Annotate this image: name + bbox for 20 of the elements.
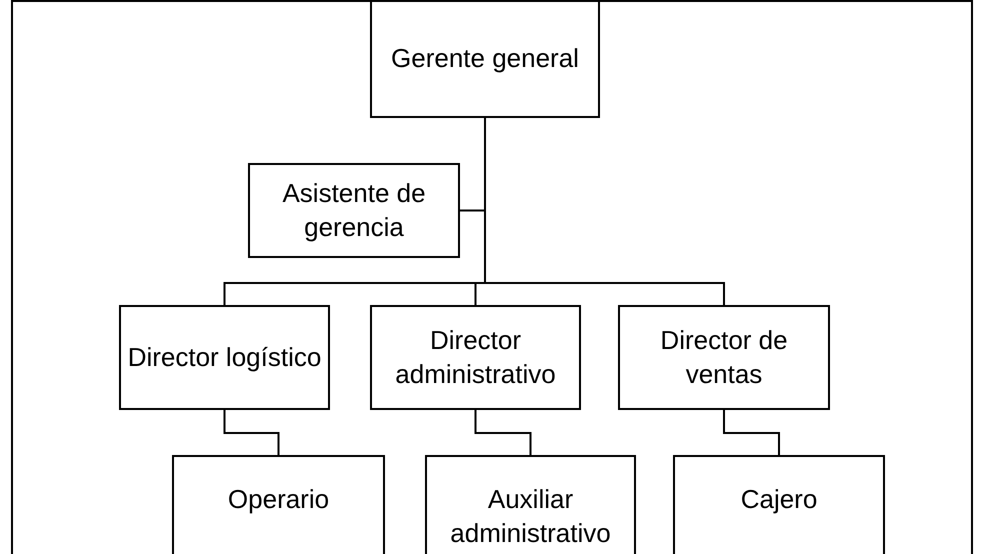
connector-line	[484, 118, 725, 305]
role-title: Operario	[228, 483, 330, 516]
role-title: Director de ventas	[659, 324, 789, 390]
role-title: Cajero	[740, 483, 818, 516]
connector-line	[723, 410, 780, 455]
org-box	[370, 0, 600, 118]
org-box	[119, 305, 330, 410]
org-box	[673, 455, 885, 554]
role-title: Gerente general	[391, 42, 579, 76]
org-box	[248, 163, 460, 258]
org-box	[618, 305, 830, 410]
role-title: Director logístico	[128, 340, 322, 374]
org-box	[172, 455, 385, 554]
connector-line	[224, 410, 280, 455]
role-title: Auxiliar administrativo	[449, 483, 612, 550]
org-box	[370, 305, 581, 410]
role-title: Director administrativo	[394, 324, 557, 390]
connector-line	[474, 410, 532, 455]
role-title: Asistente de gerencia	[281, 176, 427, 244]
org-box	[425, 455, 636, 554]
